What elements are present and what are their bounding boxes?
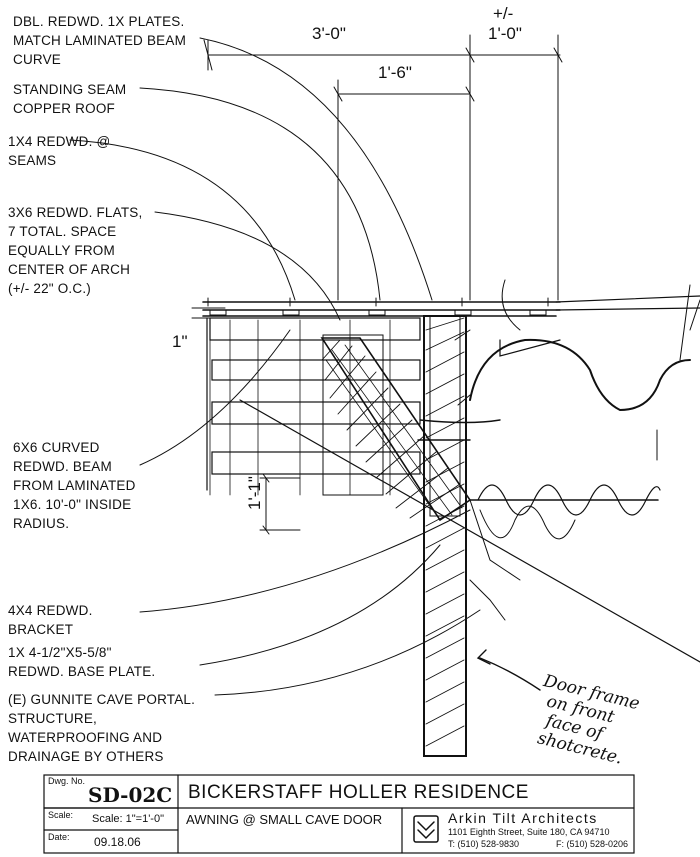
leader-lines [69, 37, 521, 696]
firm-logo [413, 815, 439, 843]
note-portal: (E) GUNNITE CAVE PORTAL. STRUCTURE, WATE… [8, 692, 196, 764]
dimension-half: 1'-6" [378, 63, 412, 82]
note-seams: 1X4 REDWD. @ SEAMS [8, 134, 111, 168]
note-plates: DBL. REDWD. 1X PLATES. MATCH LAMINATED B… [13, 14, 187, 67]
roof-assembly [202, 295, 700, 317]
firm-address: 1101 Eighth Street, Suite 180, CA 94710 [448, 827, 610, 837]
dimension-edge: 1" [172, 332, 188, 351]
note-flats: 3X6 REDWD. FLATS, 7 TOTAL. SPACE EQUALLY… [8, 205, 143, 296]
firm-fax: F: (510) 528-0206 [556, 839, 629, 849]
door-post [417, 315, 521, 757]
dimension-height: 1'-1" [245, 476, 264, 510]
door-frame-arrow [476, 649, 541, 691]
dimension-overhang: 1'-0" [488, 24, 522, 43]
date-value: 09.18.06 [94, 835, 141, 849]
sheet-title: AWNING @ SMALL CAVE DOOR [186, 812, 383, 827]
dwg-number: SD-02C [88, 783, 173, 807]
dimension-overall: 3'-0" [312, 24, 346, 43]
note-bracket: 4X4 REDWD. BRACKET [8, 603, 93, 637]
diagonal-bracket [239, 334, 700, 663]
firm-phone: T: (510) 528-9830 [448, 839, 520, 849]
flat-boards [206, 317, 421, 496]
dwg-no-label: Dwg. No. [48, 776, 86, 786]
project-name: BICKERSTAFF HOLLER RESIDENCE [188, 782, 529, 803]
note-roof: STANDING SEAM COPPER ROOF [13, 82, 127, 116]
note-baseplate: 1X 4-1/2"X5-5/8" REDWD. BASE PLATE. [8, 645, 156, 679]
dimension-tolerance: +/- [493, 4, 514, 23]
titleblock-grid [43, 774, 635, 854]
scale-label: Scale: [48, 810, 74, 820]
date-label: Date: [48, 832, 70, 842]
scale-value: Scale: 1"=1'-0" [92, 813, 164, 825]
cave-portal-arch [454, 284, 700, 540]
firm-name: Arkin Tilt Architects [448, 810, 598, 826]
note-beam: 6X6 CURVED REDWD. BEAM FROM LAMINATED 1X… [13, 440, 136, 531]
